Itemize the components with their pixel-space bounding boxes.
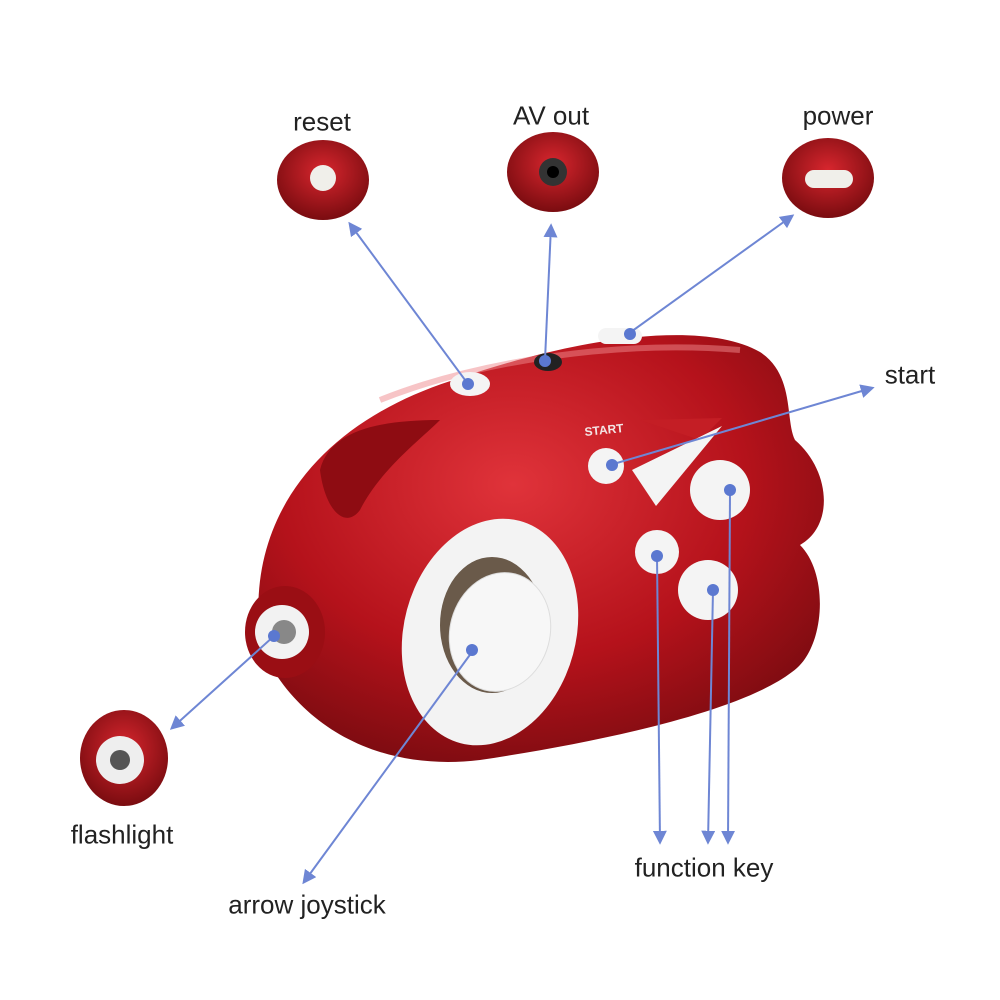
function-key-a[interactable] bbox=[690, 460, 750, 520]
label-start: start bbox=[884, 359, 936, 390]
triangle-key[interactable] bbox=[632, 426, 722, 506]
pointer-dots bbox=[268, 328, 736, 656]
label-function-key: function key bbox=[634, 852, 774, 883]
label-arrow-joystick: arrow joystick bbox=[228, 889, 386, 920]
flashlight-lens bbox=[245, 586, 325, 678]
power-inset bbox=[782, 138, 874, 218]
pointer-lines bbox=[169, 214, 875, 885]
label-flashlight: flashlight bbox=[70, 819, 174, 850]
reset-inset bbox=[277, 140, 369, 220]
label-av-out: AV out bbox=[512, 100, 590, 131]
label-reset: reset bbox=[293, 106, 351, 137]
av-out-inset bbox=[507, 132, 599, 212]
start-button[interactable] bbox=[588, 448, 624, 484]
label-power: power bbox=[802, 100, 874, 131]
flashlight-inset bbox=[80, 710, 168, 806]
